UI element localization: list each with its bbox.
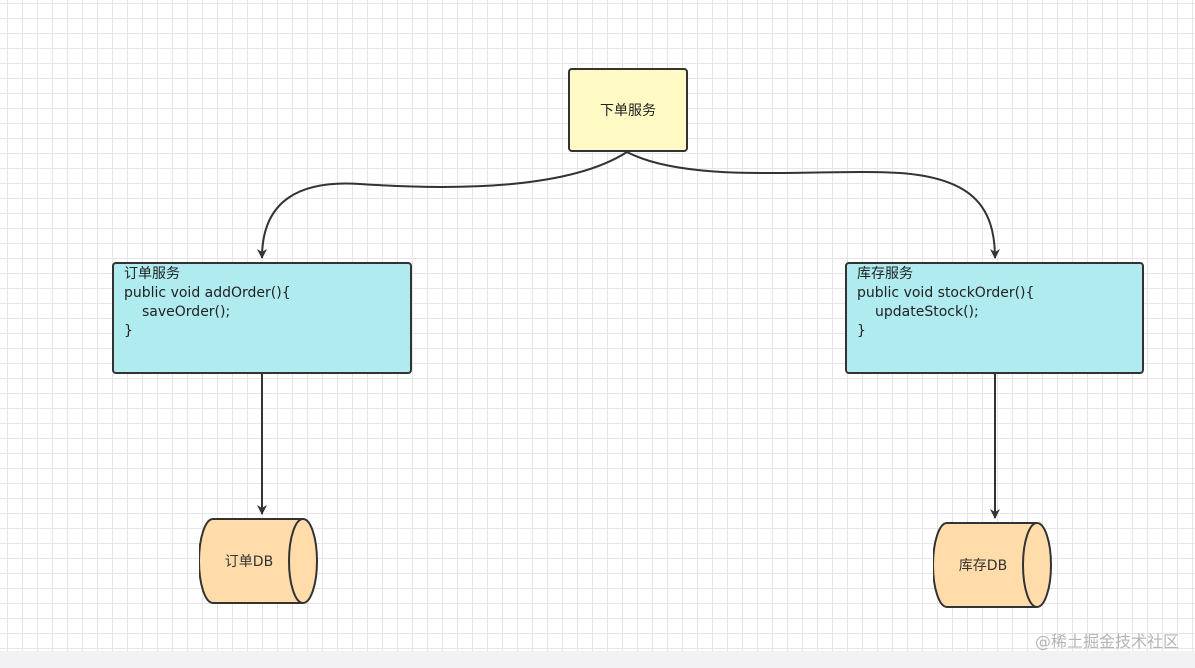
stock-db-node[interactable]: 库存DB	[933, 522, 1053, 608]
order-service-title: 订单服务	[124, 266, 180, 282]
bottom-bar	[0, 651, 1195, 668]
edge-request-to-stock-service	[626, 151, 1000, 259]
stock-service-code-line: }	[857, 323, 866, 339]
stock-service-node[interactable]: 库存服务 public void stockOrder(){ updateSto…	[845, 262, 1144, 374]
order-service-code-line: saveOrder();	[142, 304, 231, 320]
watermark-text: @稀土掘金技术社区	[1034, 632, 1179, 651]
edge-request-to-order-service	[257, 151, 628, 259]
order-request-node[interactable]: 下单服务	[568, 68, 688, 152]
stock-service-title: 库存服务	[857, 266, 913, 282]
stock-service-code-line: public void stockOrder(){	[857, 285, 1035, 301]
database-icon	[199, 518, 318, 604]
order-service-code-line: public void addOrder(){	[124, 285, 291, 301]
order-request-label: 下单服务	[600, 103, 656, 119]
order-db-label: 订单DB	[224, 554, 274, 570]
database-icon	[933, 522, 1052, 608]
stock-service-code-line: updateStock();	[875, 304, 979, 320]
order-db-node[interactable]: 订单DB	[199, 518, 319, 604]
order-service-code-line: }	[124, 323, 133, 339]
stock-db-label: 库存DB	[958, 558, 1008, 574]
order-service-node[interactable]: 订单服务 public void addOrder(){ saveOrder()…	[112, 262, 412, 374]
